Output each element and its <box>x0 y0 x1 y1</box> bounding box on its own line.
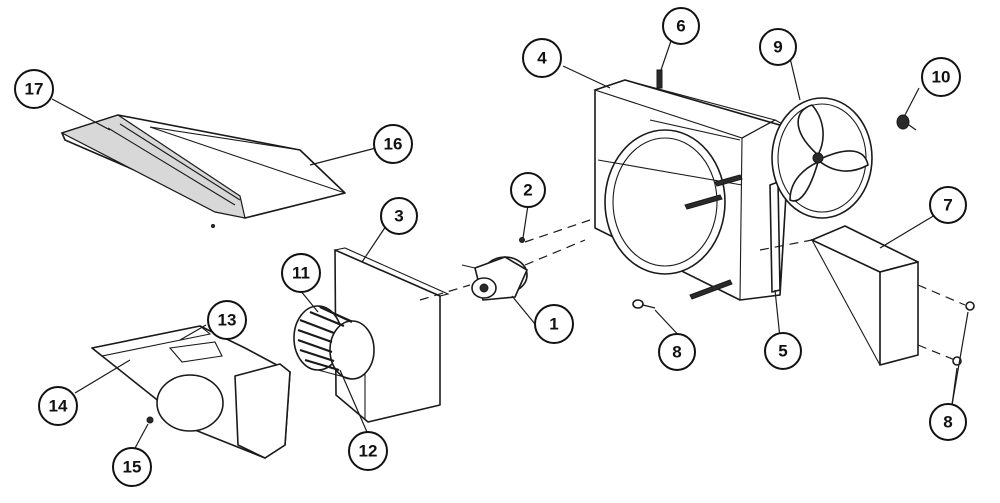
callout-6: 6 <box>662 7 700 45</box>
callout-label: 2 <box>523 181 532 200</box>
shroud-housing <box>593 79 791 301</box>
callout-8a: 8 <box>658 333 696 371</box>
top-bracket <box>656 69 663 89</box>
callout-label: 10 <box>932 68 951 87</box>
blower-housing <box>90 325 291 459</box>
callout-14: 14 <box>38 386 78 426</box>
callout-11: 11 <box>281 253 321 293</box>
callout-label: 4 <box>537 49 547 68</box>
callout-label: 5 <box>778 342 787 361</box>
top-cover-panel <box>60 114 346 219</box>
callout-2: 2 <box>510 172 546 208</box>
callout-7: 7 <box>929 186 967 224</box>
callout-label: 1 <box>549 315 558 334</box>
blower-vanes <box>297 306 353 372</box>
screws <box>146 224 975 424</box>
blower-motor <box>461 256 528 301</box>
callout-label: 16 <box>384 135 403 154</box>
fan-nut <box>896 114 917 131</box>
callout-13: 13 <box>207 300 247 340</box>
washer-top-panel <box>211 224 215 228</box>
callout-label: 8 <box>672 343 681 362</box>
callout-label: 12 <box>359 442 378 461</box>
fan-blade <box>771 97 873 219</box>
callout-3: 3 <box>380 197 418 235</box>
callout-16: 16 <box>373 124 413 164</box>
callout-1: 1 <box>534 304 574 344</box>
blower-wheel <box>293 305 375 380</box>
gasket-strip <box>60 114 246 219</box>
screw-8-left <box>632 299 656 309</box>
callout-12: 12 <box>348 431 388 471</box>
callout-4: 4 <box>522 38 562 78</box>
control-box-cover <box>810 225 919 366</box>
callout-17: 17 <box>14 69 54 109</box>
shroud-brackets <box>684 174 743 300</box>
callout-label: 17 <box>25 80 44 99</box>
callout-10: 10 <box>921 57 961 97</box>
callout-label: 8 <box>943 413 952 432</box>
callout-label: 7 <box>943 196 952 215</box>
assembly-lines <box>419 219 966 361</box>
leader-lines <box>51 37 969 451</box>
screw-15 <box>146 416 154 424</box>
callout-label: 15 <box>123 458 142 477</box>
side-bracket <box>769 181 781 293</box>
callout-label: 9 <box>773 38 782 57</box>
screw-8-right-upper <box>965 301 975 311</box>
callout-label: 14 <box>49 397 68 416</box>
callout-label: 6 <box>676 17 685 36</box>
callout-8b: 8 <box>929 403 967 441</box>
callout-label: 11 <box>292 264 310 283</box>
callout-label: 13 <box>218 311 237 330</box>
callout-15: 15 <box>112 447 152 487</box>
callout-9: 9 <box>759 28 797 66</box>
callout-label: 3 <box>394 207 403 226</box>
screw-2 <box>519 237 525 243</box>
callout-5: 5 <box>764 332 802 370</box>
